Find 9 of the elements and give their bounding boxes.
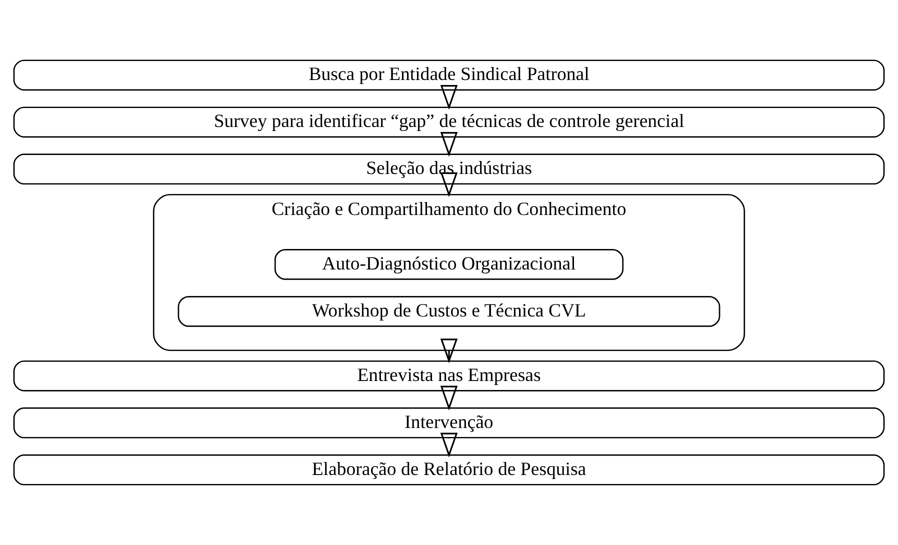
- node-box: Workshop de Custos e Técnica CVL: [178, 296, 720, 327]
- arrow: [440, 85, 458, 110]
- node-box: Elaboração de Relatório de Pesquisa: [13, 454, 885, 486]
- arrow: [440, 172, 458, 198]
- arrow: [440, 132, 458, 157]
- node-box: Auto-Diagnóstico Organizacional: [274, 249, 624, 280]
- arrow: [440, 338, 458, 364]
- arrow: [440, 432, 458, 458]
- arrow: [440, 386, 458, 411]
